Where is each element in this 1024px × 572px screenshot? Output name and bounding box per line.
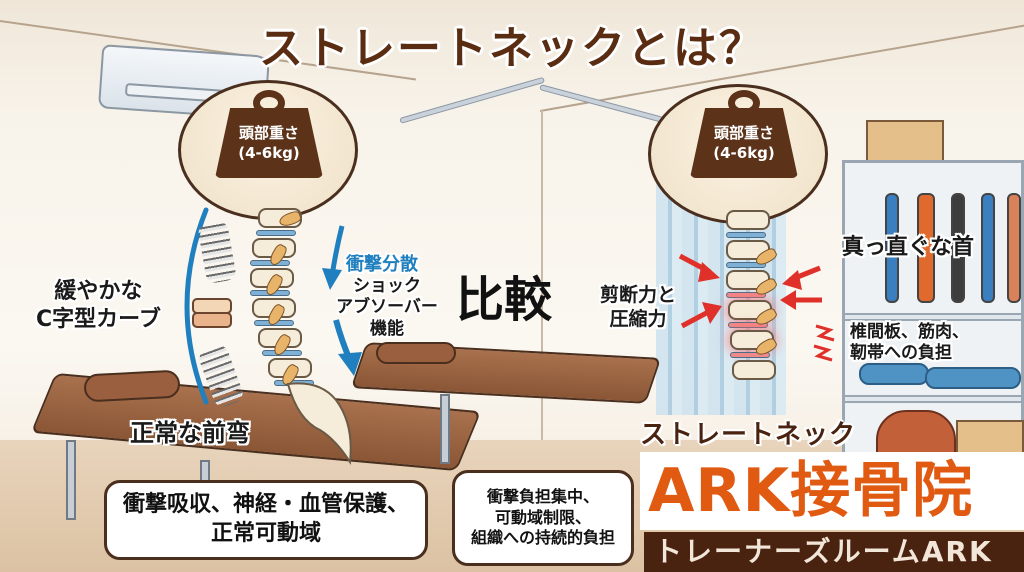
weight-value: (4-6kg) bbox=[713, 144, 775, 162]
pillow-icon bbox=[376, 342, 456, 364]
weight-icon: 頭部重さ (4-6kg) bbox=[215, 108, 323, 178]
normal-benefits-callout: 衝撃吸収、神経・血管保護、 正常可動域 bbox=[104, 480, 428, 560]
strain-zigzag-icon bbox=[813, 324, 835, 362]
head-weight-right: 頭部重さ (4-6kg) bbox=[690, 90, 798, 178]
bed-leg bbox=[66, 440, 76, 520]
weight-label: 頭部重さ bbox=[713, 124, 774, 142]
straight-neck-caption: ストレートネック bbox=[640, 420, 857, 450]
straight-neck-label: 真っ直ぐな首 bbox=[842, 235, 975, 260]
weight-value: (4-6kg) bbox=[238, 144, 300, 162]
box-icon bbox=[866, 120, 944, 162]
shock-dispersion-title: 衝撃分散 bbox=[346, 254, 418, 275]
pillow-icon bbox=[83, 369, 181, 403]
resistance-band-icon bbox=[951, 193, 965, 303]
head-weight-left: 頭部重さ (4-6kg) bbox=[215, 90, 323, 178]
towel-icon bbox=[859, 363, 929, 385]
towel-icon bbox=[925, 367, 1021, 389]
wall-corner bbox=[541, 110, 543, 440]
curtain-rail-icon bbox=[399, 76, 546, 124]
brand-subtitle: トレーナーズルームARK bbox=[644, 532, 1024, 572]
shock-absorber-label: ショック アブソーバー 機能 bbox=[336, 276, 438, 339]
lordosis-label: 正常な前弯 bbox=[130, 419, 250, 447]
weight-label: 頭部重さ bbox=[238, 124, 299, 142]
bed-leg bbox=[440, 394, 450, 464]
cushion-icon bbox=[192, 298, 232, 330]
compression-arrows-icon bbox=[678, 253, 822, 329]
resistance-band-icon bbox=[981, 193, 995, 303]
resistance-band-icon bbox=[917, 193, 935, 303]
shear-compression-label: 剪断力と 圧縮力 bbox=[600, 284, 677, 330]
resistance-band-icon bbox=[885, 193, 899, 303]
straight-problems-callout: 衝撃負担集中、 可動域制限、 組織への持続的負担 bbox=[452, 470, 634, 566]
compare-label: 比較 bbox=[456, 272, 553, 328]
weight-icon: 頭部重さ (4-6kg) bbox=[690, 108, 798, 178]
brand-name: ARK接骨院 bbox=[640, 452, 1024, 530]
box-icon bbox=[956, 420, 1024, 458]
page-title: ストレートネックとは？ bbox=[259, 23, 765, 74]
resistance-band-icon bbox=[1007, 193, 1021, 303]
curve-label: 緩やかな C字型カーブ bbox=[36, 279, 161, 332]
tissue-burden-label: 椎間板、筋肉、 靭帯への負担 bbox=[850, 322, 969, 364]
shock-dispersion-arrows-icon bbox=[322, 225, 362, 376]
